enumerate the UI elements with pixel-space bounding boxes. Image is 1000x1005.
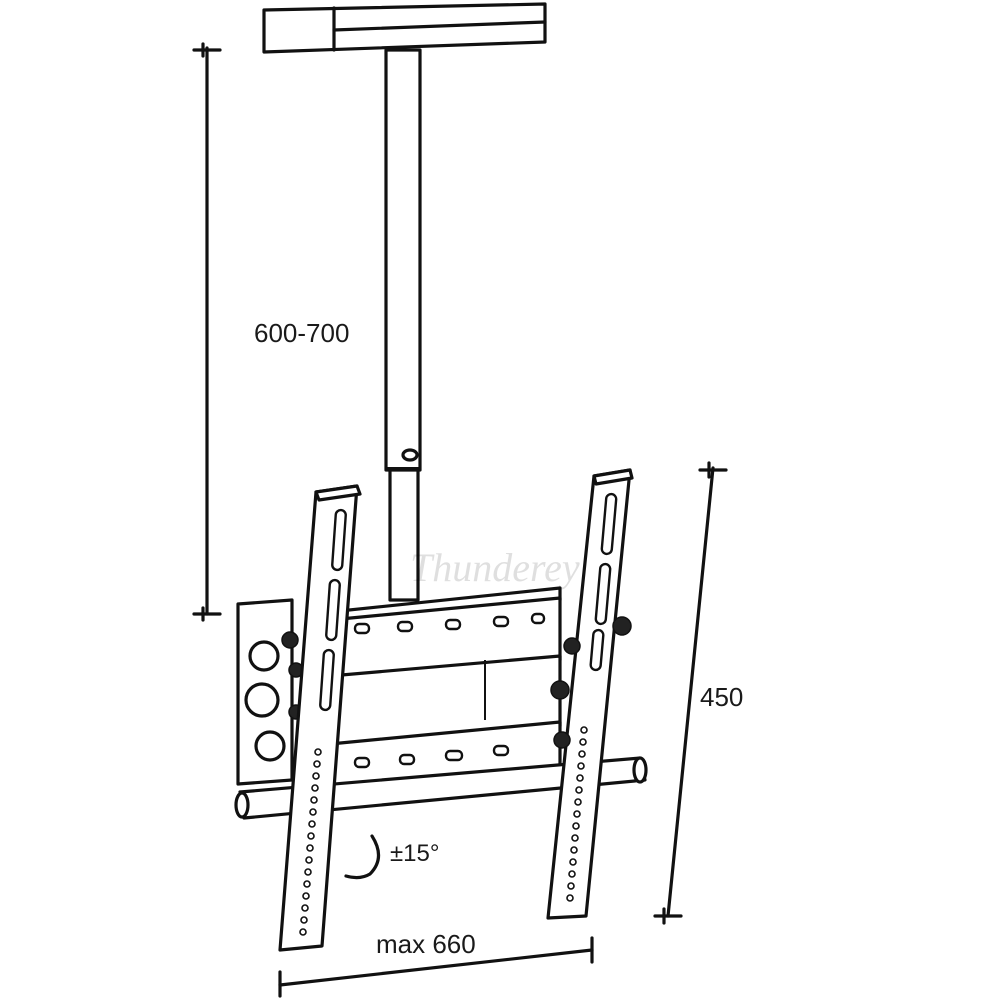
bottom-rail — [234, 756, 648, 820]
vesa-height-label: 450 — [700, 682, 744, 712]
ceiling-plate — [262, 2, 547, 54]
right-tilt-knobs — [550, 616, 632, 749]
vesa-width-label: max 660 — [376, 929, 476, 959]
bracket-plate — [236, 586, 562, 794]
ceiling-drop-label: 600-700 — [254, 318, 350, 348]
tilt-angle-label: ±15° — [390, 840, 440, 867]
tilt-arc-icon — [344, 834, 381, 880]
right-vertical-arm — [546, 468, 634, 920]
height-dimension-line — [192, 42, 222, 622]
vesa-height-dimension-line — [653, 461, 728, 925]
left-arm-holes — [299, 748, 322, 936]
width-dimension-line — [278, 936, 594, 998]
watermark-text: Thunderey — [410, 545, 580, 590]
left-vertical-arm — [278, 484, 362, 952]
right-arm-holes — [566, 726, 588, 902]
telescopic-pole — [384, 48, 422, 602]
